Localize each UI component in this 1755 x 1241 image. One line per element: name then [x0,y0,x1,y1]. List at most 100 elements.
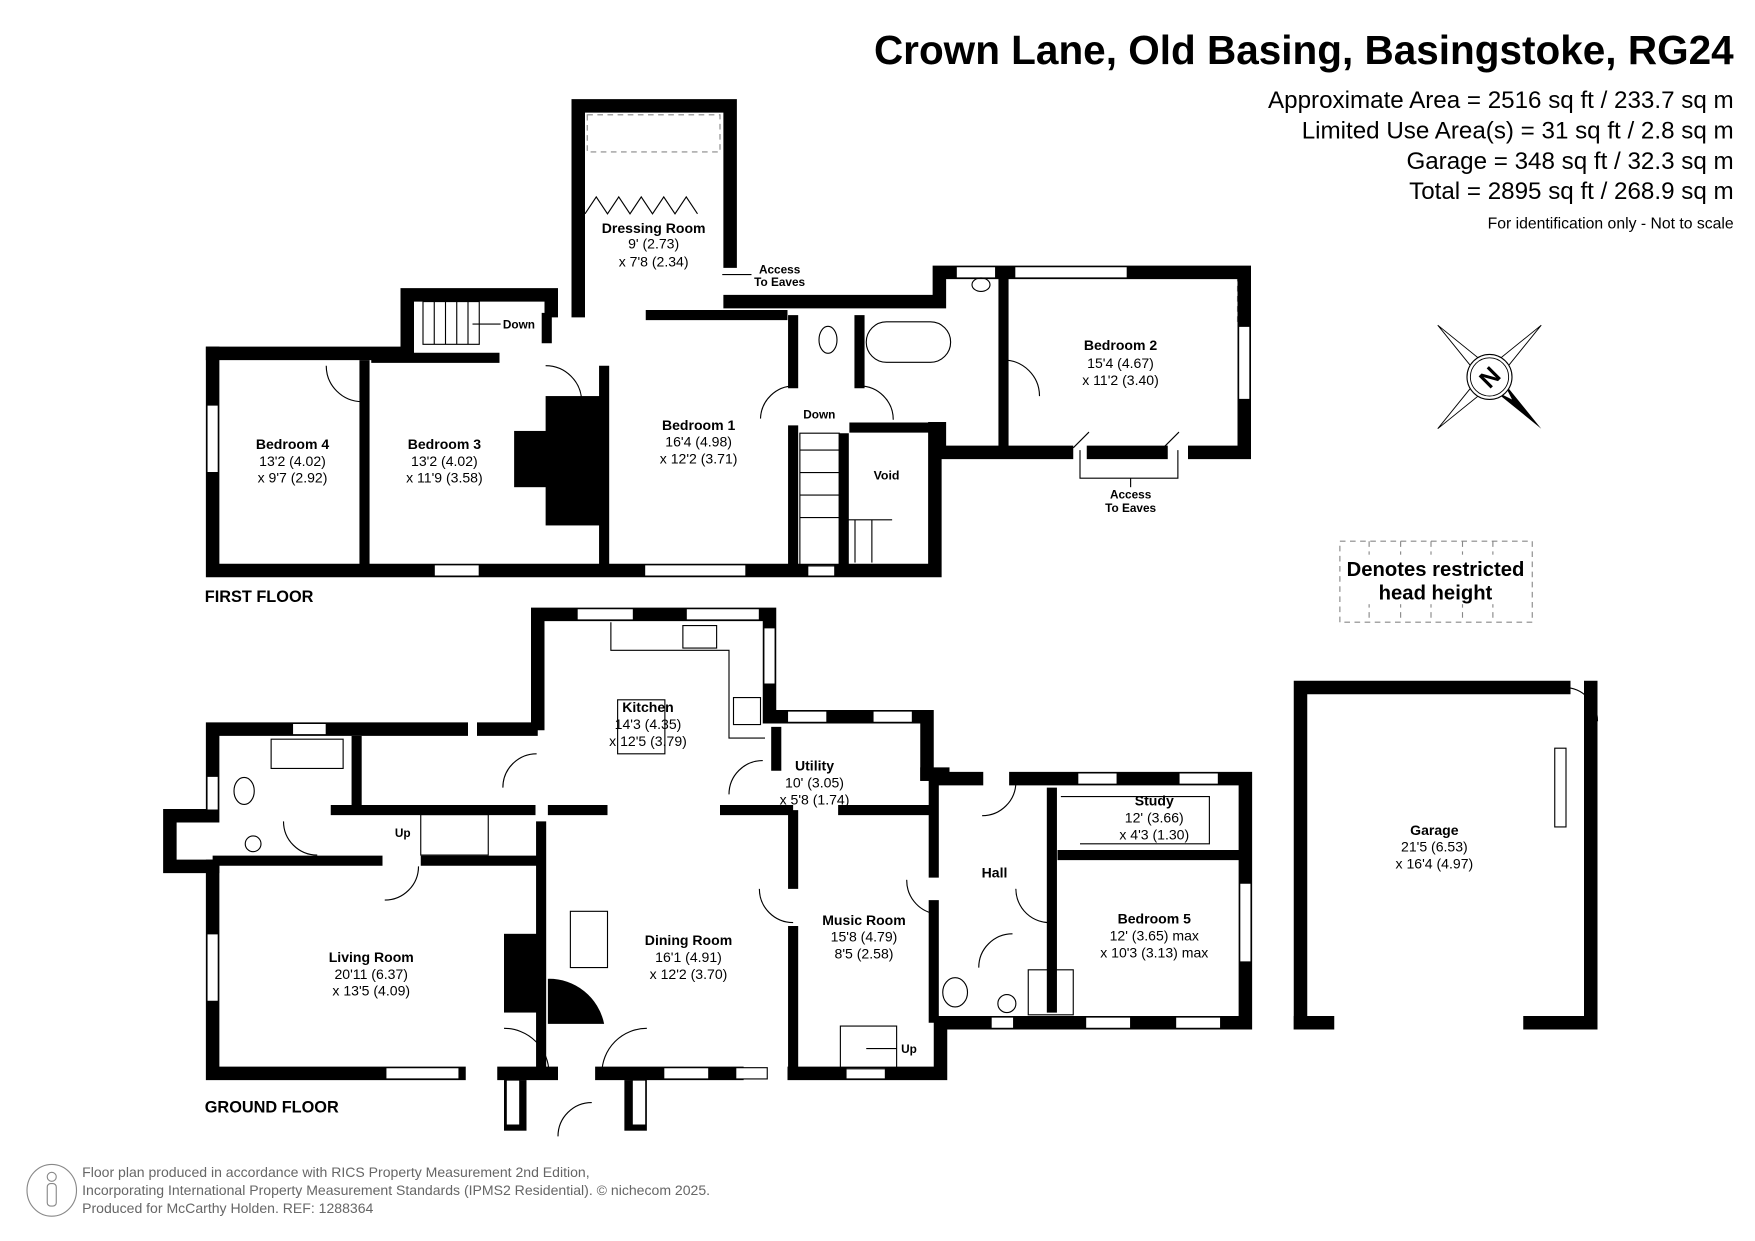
wardrobe-doors-icon [584,195,698,215]
study-desk [1060,796,1210,845]
room-dims: x 12'2 (3.71) [660,451,738,467]
room-dims: 8'5 (2.58) [835,946,894,962]
stairs [422,301,893,567]
room-name: Dressing Room [602,220,706,236]
windows [206,608,1567,1126]
room-name: Garage [1410,822,1459,838]
room-dims: 16'1 (4.91) [655,949,722,965]
room-name: Kitchen [622,699,674,715]
room-dims: x 7'8 (2.34) [619,254,689,270]
room-name: Utility [795,758,834,774]
fireplace [569,910,609,969]
restricted-height-legend: Denotes restricted head height [1339,540,1533,623]
room-dims: 14'3 (4.35) [615,716,682,732]
room-name: Living Room [329,949,414,965]
footer-line: Incorporating International Property Mea… [82,1182,710,1198]
room-name: Bedroom 5 [1118,911,1192,927]
walls [163,607,1598,1131]
door-swings [282,686,1599,1137]
room-dims: 12' (3.65) max [1110,928,1199,944]
compass-icon: N [1437,324,1542,430]
room-dims: x 11'2 (3.40) [1082,372,1159,388]
room-dims: 21'5 (6.53) [1401,839,1468,855]
first-floor-plan: Dressing Room 9' (2.73) x 7'8 (2.34) Bed… [205,99,1251,606]
header: Crown Lane, Old Basing, Basingstoke, RG2… [874,27,1734,232]
limited-use-area: Limited Use Area(s) = 31 sq ft / 2.8 sq … [1302,117,1734,144]
ground-floor-plan: Kitchen 14'3 (4.35) x 12'5 (3.79) Utilit… [163,607,1599,1137]
footer-line: Floor plan produced in accordance with R… [82,1164,590,1180]
stairs [839,1025,898,1070]
ground-floor-labels: Kitchen 14'3 (4.35) x 12'5 (3.79) Utilit… [205,699,1473,1117]
restricted-height-area [1164,277,1239,325]
approximate-area: Approximate Area = 2516 sq ft / 233.7 sq… [1268,87,1734,114]
ground-floor-label: GROUND FLOOR [205,1099,339,1117]
toilet-icon [942,977,969,1008]
property-title: Crown Lane, Old Basing, Basingstoke, RG2… [874,27,1734,73]
windows [206,266,1251,577]
toilet-icon [233,776,255,805]
fixtures [233,622,1599,1137]
stair-direction: Down [503,318,535,332]
kitchen-island [617,699,666,755]
room-dims: x 16'4 (4.97) [1396,856,1474,872]
room-dims: 16'4 (4.98) [665,434,732,450]
footer-line: Produced for McCarthy Holden. REF: 12883… [82,1200,373,1216]
bath-icon [865,321,952,363]
room-dims: x 5'8 (1.74) [780,791,850,807]
garage-area: Garage = 348 sq ft / 32.3 sq m [1406,148,1733,175]
room-dims: x 10'3 (3.13) max [1100,944,1208,960]
restricted-height-area [586,114,721,153]
toilet-icon [818,325,838,354]
room-dims: 12' (3.66) [1125,809,1184,825]
room-name: Bedroom 1 [662,417,736,433]
room-dims: 20'11 (6.37) [335,966,409,982]
room-dims: 9' (2.73) [628,236,679,252]
room-name: Study [1135,793,1174,809]
stairs [420,814,489,856]
room-name: Bedroom 3 [408,436,482,452]
room-dims: x 9'7 (2.92) [258,470,328,486]
room-name: Void [874,468,900,482]
hob-icon [732,697,762,726]
room-name: Bedroom 4 [256,436,330,452]
stair-direction: Down [803,408,835,422]
room-name: Hall [982,865,1008,881]
door-swings [325,359,1180,449]
eaves-access-label: To Eaves [754,275,805,289]
legend-text: head height [1379,583,1493,605]
walls [205,99,1251,578]
footer: Floor plan produced in accordance with R… [26,1163,710,1217]
room-name: Dining Room [645,932,732,948]
sink-icon [682,625,718,649]
room-dims: 13'2 (4.02) [411,453,478,469]
room-dims: x 12'2 (3.70) [650,966,728,982]
basin-icon [244,835,262,853]
bath-icon [270,738,344,769]
eaves-access-label: Access [1110,487,1152,501]
first-floor-labels: Dressing Room 9' (2.73) x 7'8 (2.34) Bed… [205,220,1179,606]
room-dims: x 13'5 (4.09) [332,983,410,999]
legend-text: Denotes restricted [1347,559,1525,581]
room-dims: 13'2 (4.02) [259,453,326,469]
eaves-access-label: Access [759,262,801,276]
first-floor-label: FIRST FLOOR [205,588,314,606]
room-dims: x 4'3 (1.30) [1119,826,1189,842]
eaves-access-label: To Eaves [1105,501,1156,515]
room-dims: x 12'5 (3.79) [609,733,687,749]
room-dims: x 11'9 (3.58) [406,470,483,486]
total-area: Total = 2895 sq ft / 268.9 sq m [1409,178,1734,205]
room-dims: 10' (3.05) [785,775,844,791]
basin-icon [997,994,1017,1014]
stair-direction: Up [395,826,411,840]
room-dims: 15'8 (4.79) [831,929,898,945]
room-dims: 15'4 (4.67) [1087,355,1154,371]
room-name: Bedroom 2 [1084,337,1158,353]
disclaimer: For identification only - Not to scale [1488,215,1734,232]
basin-icon [971,277,991,292]
shower-icon [1027,969,1074,1016]
person-icon [26,1163,78,1217]
stair-direction: Up [901,1042,917,1056]
fixtures [325,195,1180,449]
room-name: Music Room [822,912,906,928]
